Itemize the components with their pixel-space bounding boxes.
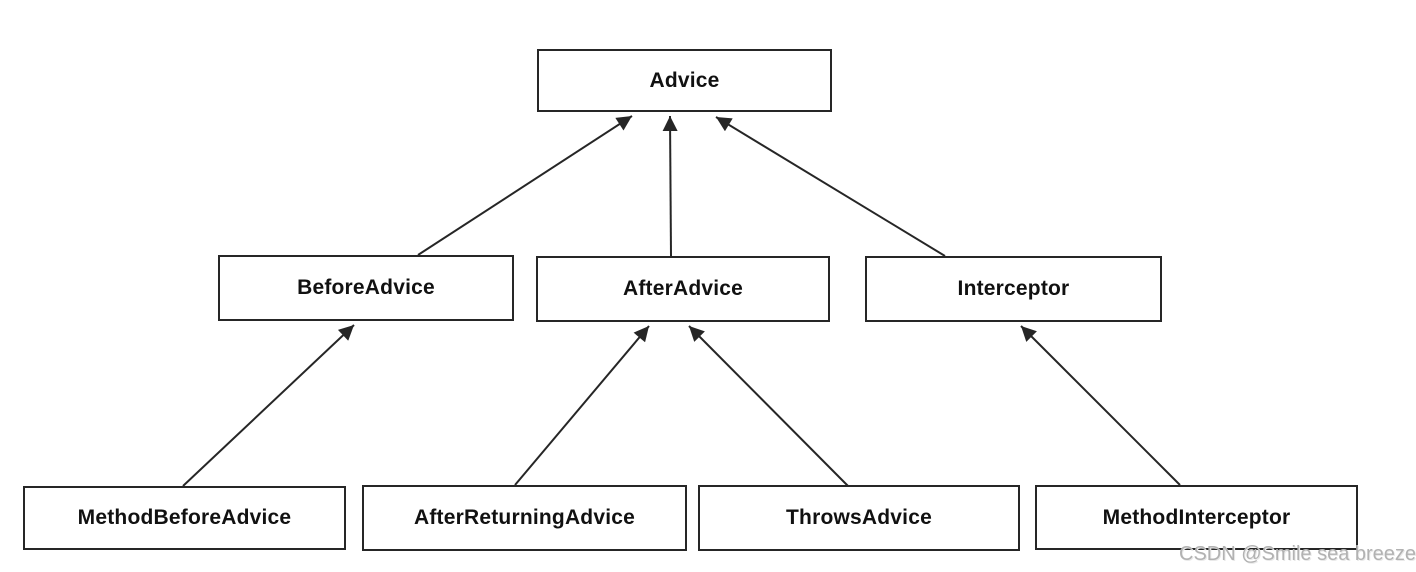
edge-methodinterceptor-to-interceptor (1020, 325, 1181, 486)
class-box-interceptor: Interceptor (865, 256, 1162, 322)
class-box-throwsadvice-label: ThrowsAdvice (786, 506, 932, 529)
edge-beforeadvice-to-advice (417, 115, 633, 256)
class-box-throwsadvice: ThrowsAdvice (698, 485, 1020, 551)
class-box-afteradvice: AfterAdvice (536, 256, 830, 322)
edge-interceptor-to-advice (715, 116, 946, 257)
class-box-afterreturningadvice: AfterReturningAdvice (362, 485, 687, 551)
class-box-interceptor-label: Interceptor (957, 277, 1070, 300)
class-box-afterreturningadvice-label: AfterReturningAdvice (413, 506, 636, 529)
class-box-advice: Advice (537, 49, 832, 112)
class-box-beforeadvice-label: BeforeAdvice (297, 276, 435, 299)
class-box-afteradvice-label: AfterAdvice (622, 277, 744, 300)
class-box-beforeadvice: BeforeAdvice (218, 255, 514, 321)
edge-throwsadvice-to-afteradvice (688, 325, 850, 488)
class-box-methodbeforeadvice-label: MethodBeforeAdvice (77, 506, 292, 529)
edge-afteradvice-to-advice (662, 115, 678, 257)
class-box-advice-label: Advice (649, 68, 720, 92)
class-box-methodinterceptor: MethodInterceptor (1035, 485, 1358, 550)
class-box-methodinterceptor-label: MethodInterceptor (1102, 505, 1291, 529)
class-box-methodbeforeadvice: MethodBeforeAdvice (23, 486, 346, 550)
edge-afterreturningadvice-to-afteradvice (514, 325, 650, 486)
edge-methodbeforeadvice-to-beforeadvice (182, 324, 355, 487)
csdn-watermark: CSDN @Smile sea breeze (1179, 543, 1416, 565)
